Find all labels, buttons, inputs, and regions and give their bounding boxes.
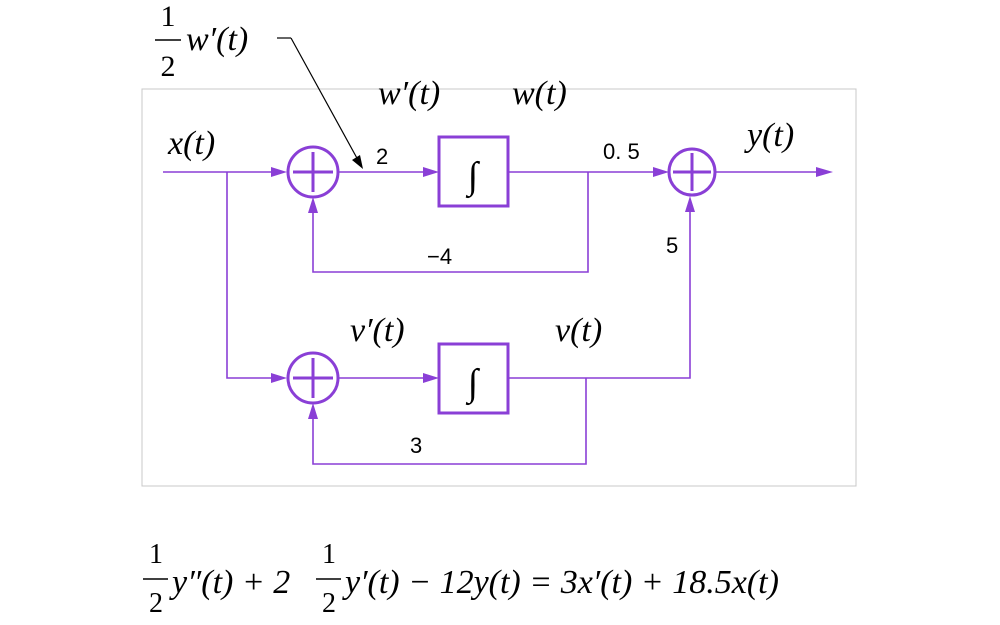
arrow-top-sum-input [271,167,287,177]
arrow-top-integrator-input [423,167,439,177]
arrow-bottom-integrator-input [423,373,439,383]
label-x: x(t) [167,125,215,162]
annotation-frac-num: 1 [161,0,176,33]
equation-frac1-num: 1 [149,539,163,570]
label-v-prime: v′(t) [350,312,405,349]
bottom-integrator-symbol: ∫ [466,362,481,406]
arrow-top-feedback [308,197,318,213]
annotation-leader-arrowhead [352,155,363,169]
wire-bottom-feedback [312,378,587,465]
annotation-frac-den: 2 [161,50,176,83]
equation-frac1-den: 2 [149,588,163,619]
gain-top-sum: 2 [376,144,388,169]
label-y: y(t) [744,117,794,154]
annotation-leader-line [290,37,359,161]
arrow-bottom-sum-input [271,373,287,383]
wire-bottom-to-output-sum [508,206,691,379]
gain-bottom-feedback: 3 [410,433,422,458]
wire-top-feedback [312,172,589,273]
diagram-frame [141,88,857,487]
wire-input-to-bottom-sum [226,172,280,379]
equation: 1 2 y″(t) + 2 1 2 y′(t) − 12y(t) = 3x′(t… [143,539,779,619]
equation-frac2-den: 2 [322,588,336,619]
equation-term1: y″(t) + 2 [169,564,290,601]
gain-bottom-out: 5 [666,233,678,258]
annotation-signal: w′(t) [186,21,248,58]
equation-term2: y′(t) − 12y(t) = 3x′(t) + 18.5x(t) [342,564,779,601]
label-v: v(t) [555,312,602,349]
gain-top-feedback: −4 [427,244,452,269]
label-w: w(t) [512,75,567,112]
gain-top-out: 0. 5 [603,139,640,164]
arrow-output-sum-bottom-input [685,196,695,212]
bottom-integrator-block [437,342,510,415]
equation-frac2-num: 1 [322,539,336,570]
arrow-output-sum-top-input [653,167,669,177]
arrow-output [816,167,833,177]
top-integrator-symbol: ∫ [466,155,481,199]
arrow-bottom-feedback [308,403,318,419]
label-w-prime: w′(t) [378,75,440,112]
